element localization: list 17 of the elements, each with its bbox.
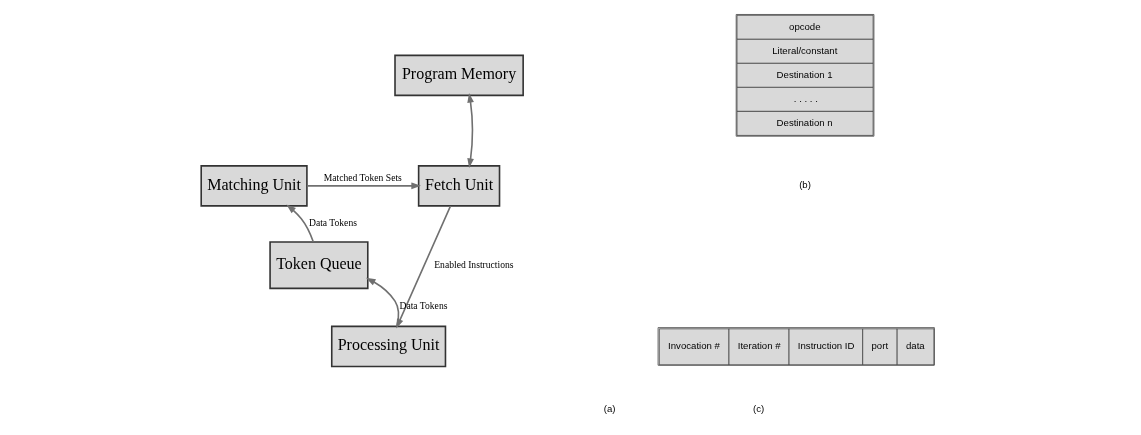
label: Literal/constant	[771, 44, 837, 56]
edge-label: Matched Token Sets	[323, 171, 402, 183]
label: Destination n	[776, 116, 833, 128]
label: (c)	[752, 402, 764, 414]
label: (a)	[603, 402, 616, 414]
label: (b)	[798, 179, 811, 191]
label: opcode	[788, 20, 821, 32]
edge-label: Enabled Instructions	[433, 258, 514, 270]
label: Invocation #	[667, 340, 720, 352]
label: . . . . .	[793, 92, 818, 104]
label: data	[905, 340, 925, 352]
edge-label: Data Tokens	[398, 299, 447, 311]
label: Iteration #	[737, 340, 781, 352]
label: port	[871, 340, 888, 352]
label: Destination 1	[776, 68, 833, 80]
edge-label: Data Tokens	[308, 217, 357, 229]
label: Instruction ID	[797, 340, 854, 352]
